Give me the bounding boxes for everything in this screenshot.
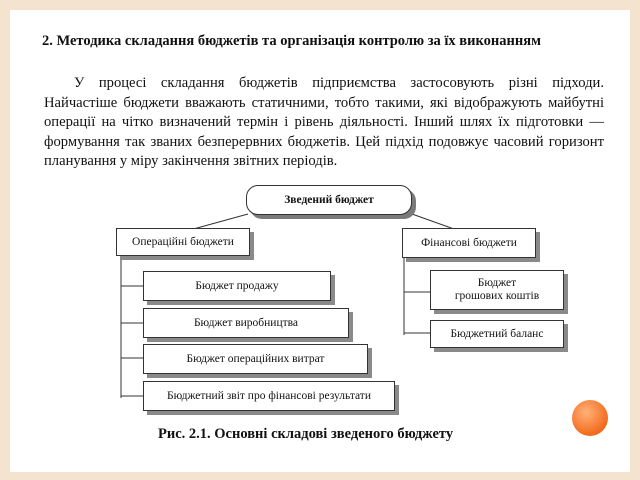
figure-caption: Рис. 2.1. Основні складові зведеного бюд… bbox=[158, 426, 454, 442]
root-node: Зведений бюджет bbox=[246, 185, 412, 215]
left-item-income-statement: Бюджетний звіт про фінансові результати bbox=[143, 381, 395, 411]
operational-budgets-node: Операційні бюджети bbox=[116, 228, 250, 256]
left-item-sales: Бюджет продажу bbox=[143, 271, 331, 301]
slide-border-bottom bbox=[0, 472, 640, 480]
financial-budgets-node: Фінансові бюджети bbox=[402, 228, 536, 258]
left-item-production: Бюджет виробництва bbox=[143, 308, 349, 338]
body-paragraph: У процесі складання бюджетів підприємств… bbox=[44, 75, 604, 169]
slide-border-right bbox=[630, 0, 640, 480]
section-heading: 2. Методика складання бюджетів та органі… bbox=[42, 33, 541, 49]
slide-border-top bbox=[0, 0, 640, 10]
decorative-orange-circle bbox=[572, 400, 608, 436]
left-item-operating-expenses: Бюджет операційних витрат bbox=[143, 344, 368, 374]
right-item-cash: Бюджет грошових коштів bbox=[430, 270, 564, 310]
slide-border-left bbox=[0, 0, 10, 480]
right-item-balance: Бюджетний баланс bbox=[430, 320, 564, 348]
